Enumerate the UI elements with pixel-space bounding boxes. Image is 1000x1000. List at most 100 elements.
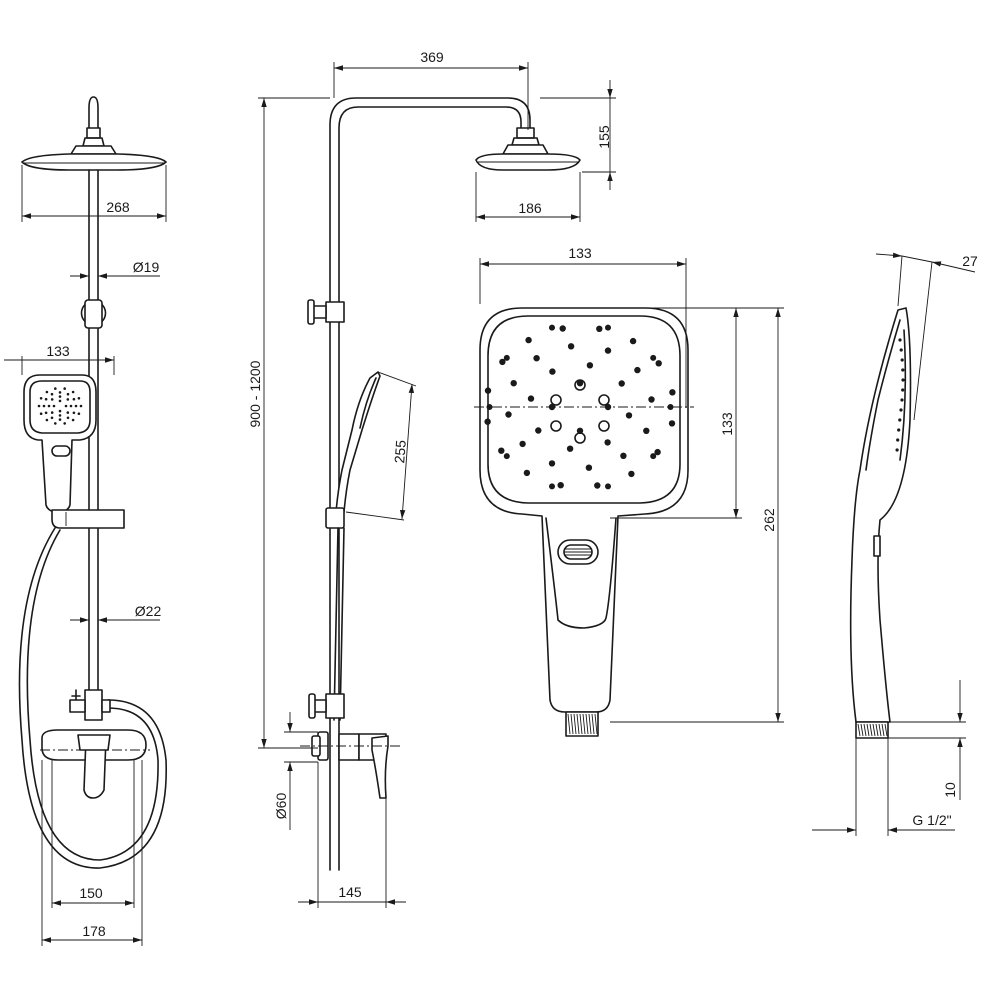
nozzle-dot xyxy=(79,404,83,408)
nozzle-dot xyxy=(586,362,594,369)
nozzle-dot xyxy=(549,324,555,331)
thread-line xyxy=(881,723,885,737)
nozzle-dot xyxy=(525,336,532,344)
nozzle-dot xyxy=(50,411,54,414)
nozzle-dot xyxy=(63,387,66,390)
nozzle-dot xyxy=(628,470,635,478)
nozzle-dot xyxy=(63,422,66,425)
dim-thread-size: G 1/2" xyxy=(912,812,951,828)
nozzle-dot xyxy=(484,418,491,425)
nozzle-dot xyxy=(596,325,603,332)
nozzle-dot xyxy=(499,358,506,366)
nozzle-dot xyxy=(604,439,611,446)
thread-line xyxy=(863,723,867,737)
nozzle-dot xyxy=(527,395,535,402)
nozzle-dot xyxy=(58,395,62,398)
nozzle-dot xyxy=(604,403,612,411)
nozzle-dot xyxy=(549,368,556,375)
nozzle-dot xyxy=(47,404,51,408)
thread-line xyxy=(866,723,870,737)
handshower-front-dimensions: 133 133 262 xyxy=(479,245,784,723)
dim-rail-diameter: Ø19 xyxy=(133,259,160,275)
dim-handshower-head-height: 133 xyxy=(719,412,735,436)
thread-line xyxy=(875,723,879,737)
nozzle-dot xyxy=(594,482,601,489)
nozzle-dot xyxy=(668,420,676,427)
handshower-side-view xyxy=(849,307,912,739)
nozzle-dot xyxy=(58,399,62,403)
dim-handshower-width-small: 133 xyxy=(46,343,70,359)
nozzle-dot xyxy=(901,368,905,372)
dim-head-height: 155 xyxy=(596,125,612,149)
nozzle-dot xyxy=(655,360,662,367)
dim-thread-length: 10 xyxy=(942,782,958,798)
nozzle-dot xyxy=(39,397,43,400)
nozzle-dot xyxy=(486,404,493,410)
side-view-dimensions: 369 155 186 900 - 1200 255 Ø60 145 xyxy=(247,49,616,908)
nozzle-dot xyxy=(58,418,62,421)
thread-line xyxy=(576,713,580,735)
thread-line xyxy=(579,713,583,735)
nozzle-dot xyxy=(533,355,540,362)
nozzle-dot xyxy=(896,438,900,442)
handshower-front-view xyxy=(474,307,694,737)
nozzle-dot xyxy=(52,404,56,408)
nozzle-dot xyxy=(503,453,510,460)
nozzle-dot xyxy=(669,389,676,396)
thread-line xyxy=(860,723,864,737)
nozzle-dot xyxy=(899,348,903,352)
nozzle-dot xyxy=(58,414,62,417)
nozzle-dot xyxy=(72,411,76,415)
thread-line xyxy=(591,713,595,735)
nozzle-dot xyxy=(69,404,73,408)
nozzle-dot xyxy=(629,337,637,345)
nozzle-dot xyxy=(654,448,661,456)
thread-line xyxy=(869,723,873,737)
nozzle-dot xyxy=(900,358,904,362)
nozzle-dot xyxy=(64,404,68,408)
nozzle-ring xyxy=(598,420,610,432)
nozzle-dot xyxy=(519,440,526,448)
nozzle-dot xyxy=(618,380,625,387)
nozzle-dot xyxy=(650,354,657,361)
front-view-dimensions: 268 Ø19 133 Ø22 150 178 xyxy=(4,165,167,946)
nozzle-ring xyxy=(550,394,562,406)
nozzle-dot xyxy=(900,398,904,402)
nozzle-dot xyxy=(898,418,902,422)
nozzle-dot xyxy=(58,409,62,413)
nozzle-dot xyxy=(535,427,542,434)
thread-line xyxy=(588,713,592,735)
nozzle-dot xyxy=(39,412,43,416)
dim-height-range: 900 - 1200 xyxy=(247,360,263,427)
thread-line xyxy=(582,713,586,735)
nozzle-dot xyxy=(37,404,41,408)
nozzle-dot xyxy=(650,453,657,460)
nozzle-ring xyxy=(598,394,610,406)
nozzle-dot xyxy=(559,325,566,332)
nozzle-dot xyxy=(901,378,905,382)
nozzle-dot xyxy=(898,338,902,342)
nozzle-dot xyxy=(50,398,54,401)
nozzle-dot xyxy=(66,398,70,401)
nozzle-dot xyxy=(576,427,584,434)
thread-line xyxy=(573,713,577,735)
dim-handshower-thickness: 27 xyxy=(962,253,978,269)
nozzle-dot xyxy=(66,392,70,396)
dim-escutcheon-diameter: Ø60 xyxy=(273,793,289,820)
nozzle-dot xyxy=(66,411,70,414)
nozzle-dot xyxy=(72,397,76,401)
dim-mixer-width: 178 xyxy=(82,923,106,939)
nozzle-dot xyxy=(45,390,49,394)
nozzle-ring xyxy=(574,432,586,444)
dim-handshower-total-length: 262 xyxy=(761,508,777,532)
nozzle-dot xyxy=(667,404,674,410)
nozzle-dot xyxy=(66,416,70,420)
thread-line xyxy=(594,713,598,735)
nozzle-dot xyxy=(576,380,584,387)
nozzle-dot xyxy=(498,447,505,454)
nozzle-dot xyxy=(901,388,905,392)
nozzle-dot xyxy=(54,387,57,390)
nozzle-dot xyxy=(548,403,556,411)
nozzle-dot xyxy=(549,483,555,490)
